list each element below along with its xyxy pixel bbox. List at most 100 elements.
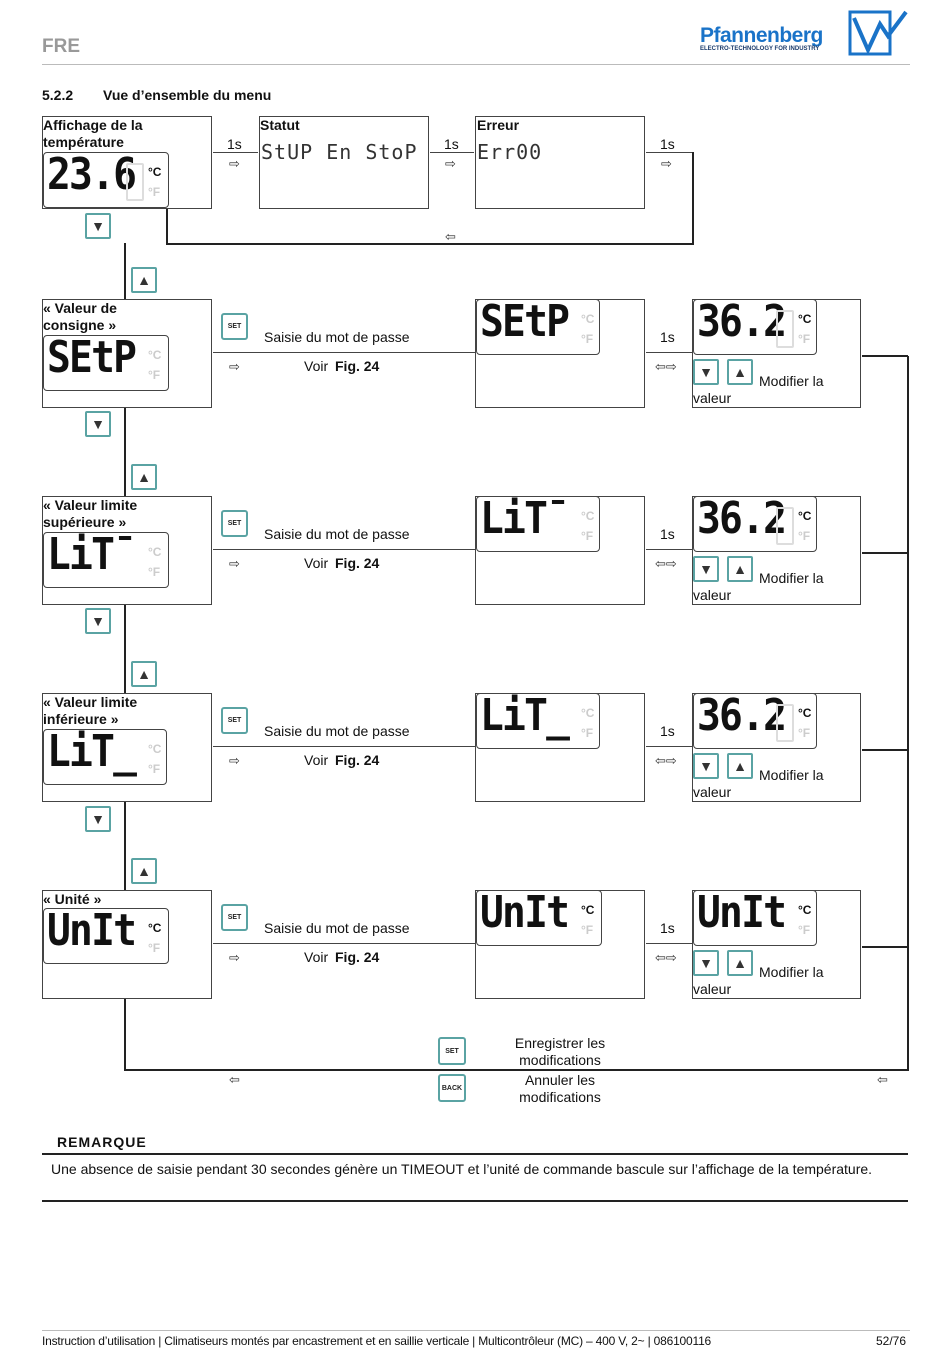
error-box [475, 116, 645, 209]
password-lcd: LiT_ °C °F [476, 690, 600, 749]
unit-f-label: °F [148, 368, 161, 382]
flow-line [213, 352, 475, 353]
status-text: StUP En StoP [261, 140, 418, 164]
down-button[interactable]: ▼ [693, 556, 719, 582]
unit-f-label: °F [148, 941, 161, 955]
flow-line [430, 152, 474, 153]
set-button[interactable]: SET [221, 904, 248, 931]
lcd-text: 36.2 [697, 296, 787, 347]
up-button[interactable]: ▲ [727, 950, 753, 976]
unit-c-label: °C [148, 165, 162, 179]
lcd-text: LiT_ [480, 690, 570, 741]
up-button[interactable]: ▲ [727, 753, 753, 779]
menu-lcd: SEtP °C °F [43, 332, 169, 391]
up-button[interactable]: ▲ [727, 359, 753, 385]
lcd-text: UnIt [697, 887, 787, 938]
right-arrow-icon: ⇨ [661, 156, 672, 171]
bidirectional-arrow-icon: ⇦⇨ [655, 359, 677, 374]
set-button[interactable]: SET [221, 707, 248, 734]
down-button[interactable]: ▼ [693, 950, 719, 976]
down-button[interactable]: ▼ [85, 608, 111, 634]
modify-line2: valeur [693, 587, 732, 603]
down-button[interactable]: ▼ [85, 806, 111, 832]
flow-line-bottom [124, 1069, 909, 1071]
right-arrow-icon: ⇨ [229, 753, 240, 768]
set-button[interactable]: SET [221, 510, 248, 537]
status-label: Statut [260, 117, 300, 133]
back-button[interactable]: BACK [438, 1074, 466, 1102]
see-prefix: Voir [304, 555, 329, 571]
interval-1s: 1s [660, 526, 675, 542]
see-fig: Fig. 24 [335, 949, 380, 965]
modify-line1: Modifier la [759, 767, 824, 783]
flow-line [862, 355, 908, 357]
password-lcd: SEtP °C °F [476, 296, 600, 355]
up-button[interactable]: ▲ [131, 858, 157, 884]
page-number: 52/76 [876, 1334, 907, 1348]
value-lcd: UnIt °C °F [693, 887, 817, 946]
unit-f-label: °F [798, 923, 811, 937]
flow-line [646, 943, 692, 944]
interval-1s: 1s [227, 136, 242, 152]
unit-c-label: °C [581, 509, 595, 523]
unit-c-label: °C [798, 312, 812, 326]
interval-1s: 1s [444, 136, 459, 152]
up-button[interactable]: ▲ [131, 267, 157, 293]
lcd-text: LiT¯ [47, 529, 137, 580]
doc-code: FRE [42, 36, 80, 57]
set-button[interactable]: SET [221, 313, 248, 340]
left-arrow-icon: ⇦ [877, 1072, 888, 1087]
flow-line [692, 152, 694, 244]
password-text: Saisie du mot de passe [264, 526, 410, 542]
unit-c-label: °C [148, 545, 162, 559]
interval-1s: 1s [660, 136, 675, 152]
value-lcd: 36.2 °C °F [693, 690, 817, 749]
flow-line [646, 152, 693, 153]
temp-lcd: 23.6 °C °F [43, 149, 169, 208]
left-arrow-icon: ⇦ [229, 1072, 240, 1087]
unit-f-label: °F [148, 185, 161, 199]
down-button[interactable]: ▼ [693, 359, 719, 385]
password-text: Saisie du mot de passe [264, 920, 410, 936]
up-button[interactable]: ▲ [131, 661, 157, 687]
flow-line [862, 749, 908, 751]
menu-label: « Valeur de consigne » [43, 300, 117, 333]
brand-logo: Pfannenberg ELECTRO-TECHNOLOGY FOR INDUS… [700, 10, 910, 58]
right-arrow-icon: ⇨ [229, 359, 240, 374]
brand-name: Pfannenberg [700, 24, 823, 47]
see-prefix: Voir [304, 949, 329, 965]
right-arrow-icon: ⇨ [229, 156, 240, 171]
down-button[interactable]: ▼ [85, 213, 111, 239]
bidirectional-arrow-icon: ⇦⇨ [655, 753, 677, 768]
flow-line [646, 549, 692, 550]
unit-c-label: °C [581, 706, 595, 720]
unit-c-label: °C [148, 921, 162, 935]
flow-line-right [907, 356, 909, 1071]
bidirectional-arrow-icon: ⇦⇨ [655, 556, 677, 571]
flow-line-left [124, 243, 126, 1071]
status-box [259, 116, 429, 209]
see-fig: Fig. 24 [335, 358, 380, 374]
menu-label: « Unité » [43, 891, 102, 907]
brand-tagline: ELECTRO-TECHNOLOGY FOR INDUSTRY [700, 46, 820, 52]
modify-line2: valeur [693, 390, 732, 406]
footer-text: Instruction d’utilisation | Climatiseurs… [42, 1334, 712, 1348]
down-button[interactable]: ▼ [693, 753, 719, 779]
unit-c-label: °C [148, 348, 162, 362]
header-rule [42, 64, 910, 65]
left-arrow-icon: ⇦ [445, 229, 456, 244]
unit-c-label: °C [581, 903, 595, 917]
modify-line2: valeur [693, 981, 732, 997]
down-button[interactable]: ▼ [85, 411, 111, 437]
up-button[interactable]: ▲ [131, 464, 157, 490]
menu-label: « Valeur limite inférieure » [43, 694, 138, 727]
unit-f-label: °F [798, 726, 811, 740]
unit-f-label: °F [581, 923, 594, 937]
unit-f-label: °F [798, 529, 811, 543]
save-text: Enregistrer les modifications [514, 1035, 606, 1068]
save-set-button[interactable]: SET [438, 1037, 466, 1065]
bidirectional-arrow-icon: ⇦⇨ [655, 950, 677, 965]
flow-line [862, 552, 908, 554]
up-button[interactable]: ▲ [727, 556, 753, 582]
see-fig: Fig. 24 [335, 752, 380, 768]
